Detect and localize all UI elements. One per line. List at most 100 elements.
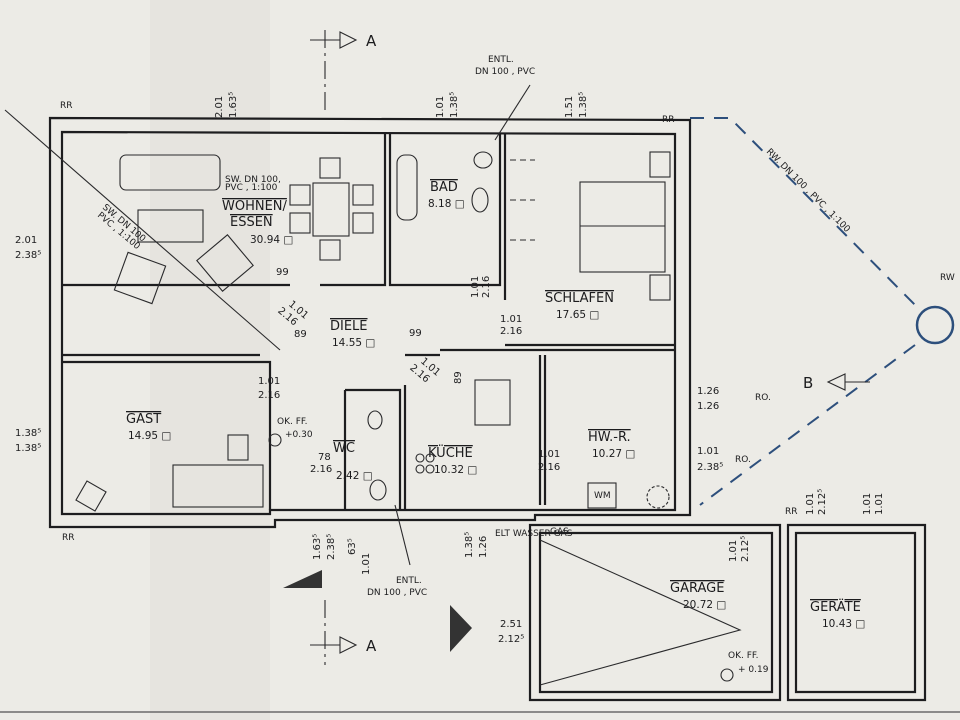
view-triangle-icon <box>450 605 472 652</box>
view-triangle-icon <box>283 570 322 588</box>
room-area-wc: 2.42 □ <box>336 470 373 482</box>
note-rw: RW <box>940 273 955 283</box>
dim-top-wohnen: 2.01 <box>214 96 225 118</box>
bathtub-icon <box>396 154 418 221</box>
dim-top-wohnen-2: 1.63⁵ <box>228 92 239 118</box>
room-name-schlafen: SCHLAFEN <box>545 291 614 306</box>
dim-door-wc-2: 2.16 <box>310 464 332 475</box>
double-bed-icon <box>579 181 666 273</box>
note-ro: RO. <box>735 455 751 465</box>
dim-door-width: 99 <box>409 328 422 339</box>
note-sewage-pipe-1: SW. DN 100, <box>225 175 281 185</box>
furniture <box>75 151 742 686</box>
floor-level-label: OK. FF. <box>277 417 307 427</box>
toilet-icon <box>367 410 383 430</box>
dim-door-hwr-2: 2.16 <box>538 462 560 473</box>
room-name-kueche: KÜCHE <box>428 444 473 461</box>
chair-icon <box>289 212 311 234</box>
utility-connection-label: ELT WASSER GAS <box>495 529 573 539</box>
room-name-bad: BAD <box>430 180 458 195</box>
note-entl-bottom: ENTL. <box>396 576 422 586</box>
dim-door-89: 89 <box>453 371 464 384</box>
level-marker-icon <box>720 668 734 682</box>
dim-garage-gate: 2.51 <box>500 619 522 630</box>
stove-burner-icon <box>415 453 425 463</box>
dim-entry-2: 2.38⁵ <box>326 534 337 560</box>
sofa-icon <box>119 154 221 191</box>
dim-left-wohnen: 2.01 <box>15 235 37 246</box>
room-area-wohnen: 30.94 □ <box>250 234 293 246</box>
chair-icon <box>352 184 374 206</box>
section-b-label: B <box>803 374 813 392</box>
note-entl-top: ENTL. <box>488 55 514 65</box>
note-rr: RR <box>785 507 798 517</box>
dim-door-bad-2: 2.16 <box>481 276 492 298</box>
section-markers: A A B <box>283 30 870 665</box>
dim-door-gast-2: 2.16 <box>258 390 280 401</box>
room-area-gast: 14.95 □ <box>128 430 171 442</box>
nightstand-icon <box>227 434 249 461</box>
floor-level-value: + 0.19 <box>738 665 769 675</box>
dim-geraete-door-2: 2.12⁵ <box>817 489 828 515</box>
section-a-bottom-label: A <box>366 637 377 655</box>
sink-icon <box>369 479 387 501</box>
room-area-diele: 14.55 □ <box>332 337 375 349</box>
dim-door-bad: 1.01 <box>470 276 481 298</box>
dim-door-schlafen-2: 2.16 <box>500 326 522 337</box>
room-name-gast: GAST <box>126 412 161 427</box>
note-entl-top-spec: DN 100 , PVC <box>475 67 535 77</box>
room-area-bad: 8.18 □ <box>428 198 465 210</box>
chair-icon <box>289 184 311 206</box>
dim-garage-door-2: 2.12⁵ <box>740 536 751 562</box>
dim-door-hwr: 1.01 <box>538 449 560 460</box>
dim-geraete-window: 1.01 <box>862 493 873 515</box>
dim-garage-gate-2: 2.12⁵ <box>498 634 524 645</box>
nightstand-icon <box>649 151 671 178</box>
dining-table-icon <box>312 182 350 237</box>
room-name-diele: DIELE <box>330 319 368 334</box>
level-marker-icon <box>268 433 282 447</box>
dim-entry: 1.63⁵ <box>312 534 323 560</box>
dim-top-schlafen-2: 1.38⁵ <box>578 92 589 118</box>
room-name-hwr: HW.-R. <box>588 430 631 445</box>
room-name-wc: WC <box>333 441 355 456</box>
note-rr: RR <box>60 101 73 111</box>
chair-icon <box>75 480 107 512</box>
dim-door-schlafen: 1.01 <box>500 314 522 325</box>
chair-icon <box>319 239 341 261</box>
dim-window-hwr-2: 1.26 <box>697 401 719 412</box>
dim-window-kueche: 1.38⁵ <box>464 532 475 558</box>
room-name-wohnen: WOHNEN/ <box>222 199 288 214</box>
gas-label: GAS <box>550 527 569 537</box>
floor-level-value: +0.30 <box>285 430 313 440</box>
dim-garage-door: 1.01 <box>728 540 739 562</box>
note-sewage-pipe-1-spec: PVC , 1:100 <box>225 183 278 193</box>
dim-top-bad-2: 1.38⁵ <box>449 92 460 118</box>
room-area-geraete: 10.43 □ <box>822 618 865 630</box>
room-area-garage: 20.72 □ <box>683 599 726 611</box>
dim-window-wc-2: 1.01 <box>361 553 372 575</box>
room-area-schlafen: 17.65 □ <box>556 309 599 321</box>
kitchen-table-icon <box>474 379 511 426</box>
section-a-top-label: A <box>366 32 377 50</box>
floor-level-label: OK. FF. <box>728 651 758 661</box>
dim-window-wc: 63⁵ <box>347 538 358 555</box>
dim-door-gast: 1.01 <box>258 376 280 387</box>
room-name-geraete: GERÄTE <box>810 599 861 615</box>
dim-door-width: 99 <box>276 267 289 278</box>
paper-fold-shadow <box>150 0 270 720</box>
room-area-kueche: 10.32 □ <box>434 464 477 476</box>
armchair-icon <box>196 234 254 292</box>
dim-door-outside: 1.01 <box>697 446 719 457</box>
dim-left-gast: 1.38⁵ <box>15 428 41 439</box>
dim-top-schlafen: 1.51 <box>564 96 575 118</box>
washing-machine-label: WM <box>594 491 611 501</box>
chair-icon <box>319 157 341 179</box>
dim-window-kueche-2: 1.26 <box>478 536 489 558</box>
sink-icon <box>473 151 493 169</box>
nightstand-icon <box>649 274 671 301</box>
dim-door-89: 89 <box>294 329 307 340</box>
dim-geraete-window-2: 1.01 <box>874 493 885 515</box>
